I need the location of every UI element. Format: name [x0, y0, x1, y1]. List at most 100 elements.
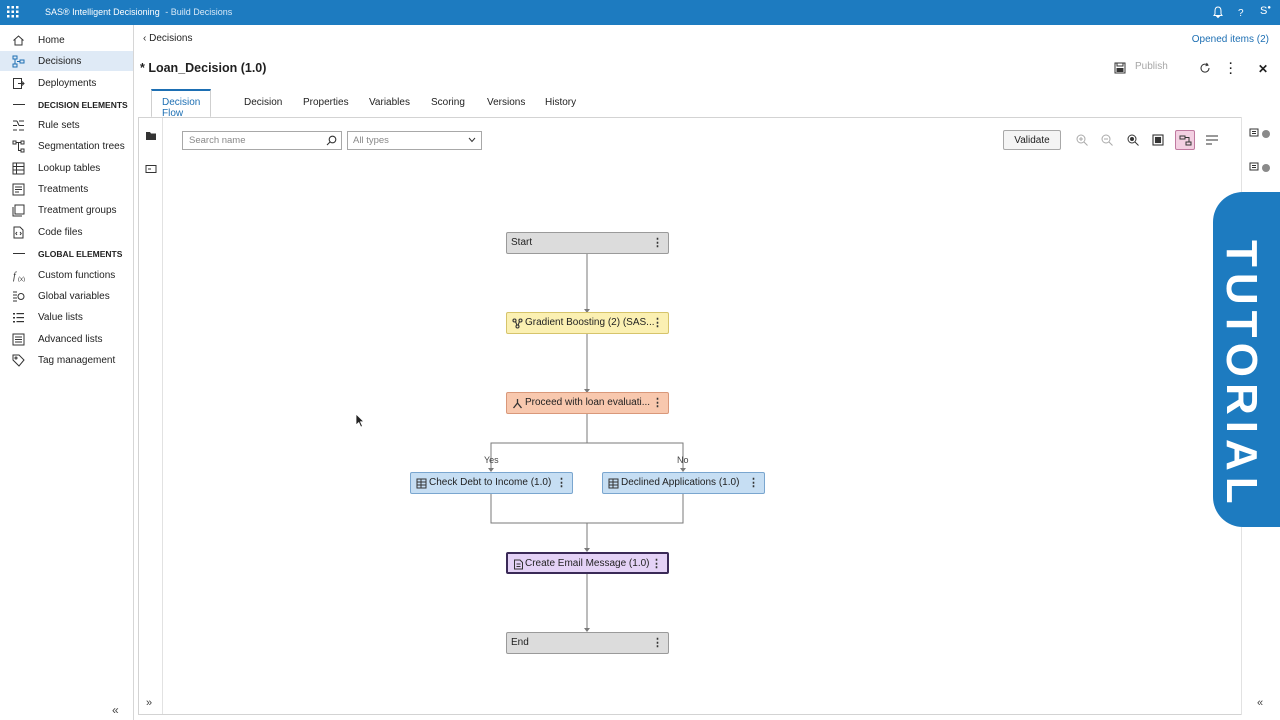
sidebar-item-label: Home — [38, 35, 65, 46]
node-menu-icon[interactable]: ⋮ — [556, 477, 567, 489]
sidebar-item-custom-functions[interactable]: f(x) Custom functions — [0, 265, 133, 285]
table-icon — [12, 162, 25, 175]
refresh-icon[interactable] — [1199, 62, 1211, 74]
node-label: Gradient Boosting (2) (SAS... — [525, 317, 655, 328]
search-icon[interactable] — [326, 135, 337, 146]
mouse-cursor-icon — [355, 413, 365, 428]
sidebar-item-value-lists[interactable]: Value lists — [0, 307, 133, 327]
tab-properties[interactable]: Properties — [303, 97, 349, 108]
node-menu-icon[interactable]: ⋮ — [652, 317, 663, 329]
variables-panel-icon[interactable] — [145, 163, 157, 175]
node-menu-icon[interactable]: ⋮ — [652, 237, 663, 249]
expand-left-panel-button[interactable]: » — [146, 697, 153, 709]
treatment-groups-icon — [12, 204, 25, 217]
list-icon — [13, 313, 24, 323]
branch-label-no: No — [677, 455, 689, 465]
sidebar-item-segmentation-trees[interactable]: Segmentation trees — [0, 136, 133, 156]
node-menu-icon[interactable]: ⋮ — [651, 558, 662, 570]
function-icon: f(x) — [13, 271, 25, 282]
tab-decision[interactable]: Decision — [244, 97, 283, 108]
search-input[interactable]: Search name — [182, 131, 342, 150]
flow-node-model[interactable]: Gradient Boosting (2) (SAS... ⋮ — [506, 312, 669, 334]
sidebar-item-decisions[interactable]: Decisions — [0, 51, 133, 71]
search-placeholder: Search name — [189, 135, 246, 146]
rule-set-icon — [416, 478, 427, 489]
sidebar-item-tag-management[interactable]: Tag management — [0, 350, 133, 370]
tab-variables[interactable]: Variables — [369, 97, 410, 108]
flow-node-start[interactable]: Start ⋮ — [506, 232, 669, 254]
sidebar-item-code-files[interactable]: Code files — [0, 222, 133, 242]
more-options-icon[interactable]: ··· — [1229, 58, 1233, 80]
code-file-icon — [514, 559, 523, 570]
node-menu-icon[interactable]: ⋮ — [652, 397, 663, 409]
type-filter-select[interactable]: All types — [347, 131, 482, 150]
layout-toggle-button[interactable] — [1175, 130, 1195, 150]
sidebar-item-label: Global variables — [38, 291, 110, 302]
tab-scoring[interactable]: Scoring — [431, 97, 465, 108]
collapse-right-panel-button[interactable]: « — [1257, 697, 1264, 709]
tag-icon — [12, 354, 25, 367]
chevron-down-icon — [468, 137, 476, 143]
folder-icon[interactable] — [145, 130, 157, 142]
node-menu-icon[interactable]: ⋮ — [748, 477, 759, 489]
sidebar-item-label: Custom functions — [38, 270, 116, 281]
rule-sets-icon — [13, 120, 24, 131]
sidebar-item-label: Value lists — [38, 312, 83, 323]
flow-node-end[interactable]: End ⋮ — [506, 632, 669, 654]
flow-canvas[interactable] — [138, 117, 1242, 715]
app-switcher-icon[interactable] — [7, 6, 19, 18]
node-menu-icon[interactable]: ⋮ — [652, 637, 663, 649]
notifications-bell-icon[interactable] — [1211, 5, 1225, 19]
sidebar-item-deployments[interactable]: Deployments — [0, 73, 133, 93]
node-label: Start — [511, 237, 533, 248]
breadcrumb[interactable]: ‹ Decisions — [143, 33, 192, 44]
tab-decision-flow[interactable]: Decision Flow — [151, 89, 212, 119]
tab-history[interactable]: History — [545, 97, 577, 108]
rule-set-icon — [608, 478, 619, 489]
flow-node-check-debt[interactable]: Check Debt to Income (1.0) ⋮ — [410, 472, 573, 494]
flow-options-icon[interactable] — [1205, 133, 1219, 147]
section-divider — [13, 104, 25, 105]
sidebar-item-label: Advanced lists — [38, 334, 103, 345]
collapse-sidebar-button[interactable]: « — [112, 703, 119, 717]
publish-button[interactable]: Publish — [1135, 61, 1168, 72]
flow-node-declined[interactable]: Declined Applications (1.0) ⋮ — [602, 472, 765, 494]
sidebar-item-treatments[interactable]: Treatments — [0, 179, 133, 199]
sidebar-item-advanced-lists[interactable]: Advanced lists — [0, 329, 133, 349]
breadcrumb-link[interactable]: Decisions — [149, 33, 193, 44]
flow-node-email[interactable]: Create Email Message (1.0) ⋮ — [506, 552, 669, 574]
flow-node-branch[interactable]: Proceed with loan evaluati... ⋮ — [506, 392, 669, 414]
sidebar-item-lookup-tables[interactable]: Lookup tables — [0, 158, 133, 178]
zoom-out-icon[interactable] — [1100, 133, 1114, 147]
sidebar-item-label: Code files — [38, 227, 83, 238]
properties-panel-icon[interactable] — [1249, 128, 1271, 140]
overview-icon[interactable] — [1151, 133, 1165, 147]
sidebar-item-label: Rule sets — [38, 120, 80, 131]
tab-versions[interactable]: Versions — [487, 97, 526, 108]
zoom-fit-icon[interactable] — [1126, 133, 1140, 147]
validate-button[interactable]: Validate — [1003, 130, 1061, 150]
top-bar: SAS® Intelligent Decisioning - Build Dec… — [0, 0, 1280, 25]
save-icon[interactable] — [1114, 62, 1126, 74]
sidebar-item-label: Deployments — [38, 78, 97, 89]
opened-items-link[interactable]: Opened items (2) — [1191, 34, 1269, 45]
messages-panel-icon[interactable] — [1249, 162, 1271, 174]
segmentation-tree-icon — [12, 140, 25, 153]
deployments-icon — [13, 78, 25, 89]
chevron-left-icon: ‹ — [143, 33, 150, 44]
decision-flow-icon — [12, 55, 25, 68]
sidebar-item-treatment-groups[interactable]: Treatment groups — [0, 200, 133, 220]
user-avatar[interactable]: S● — [1260, 5, 1271, 17]
sidebar-item-rule-sets[interactable]: Rule sets — [0, 115, 133, 135]
close-icon[interactable]: ✕ — [1258, 62, 1269, 76]
model-icon — [512, 318, 523, 329]
home-icon — [13, 35, 24, 46]
help-icon[interactable]: ? — [1234, 5, 1248, 19]
sidebar-item-global-variables[interactable]: Global variables — [0, 286, 133, 306]
tutorial-label: TUTORIAL — [1217, 240, 1266, 510]
sidebar-item-home[interactable]: Home — [0, 30, 133, 50]
branch-label-yes: Yes — [484, 455, 499, 465]
zoom-in-icon[interactable] — [1075, 133, 1089, 147]
svg-text:f: f — [13, 271, 17, 282]
user-initial: S — [1260, 5, 1268, 17]
